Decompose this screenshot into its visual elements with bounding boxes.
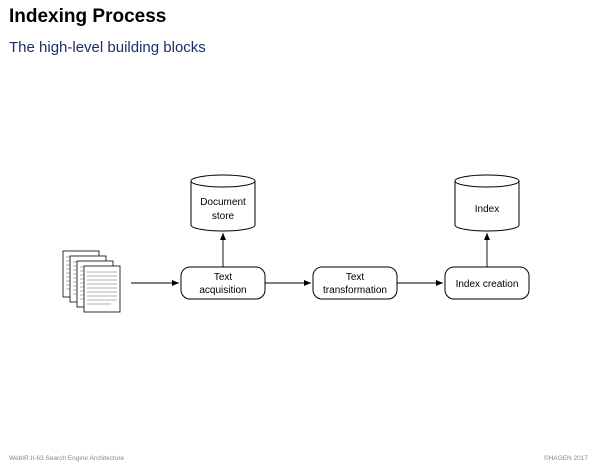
text-acquisition-label-line1: Text xyxy=(214,272,233,283)
index-label: Index xyxy=(475,204,499,215)
document-store-cylinder: Document store xyxy=(190,174,256,232)
document-store-label-line2: store xyxy=(212,211,235,222)
footer-copyright: ©HAGEN 2017 xyxy=(543,455,588,462)
index-creation-box: Index creation xyxy=(444,266,530,300)
page-subtitle: The high-level building blocks xyxy=(9,39,206,56)
text-transformation-label-line1: Text xyxy=(346,272,365,283)
index-cylinder: Index xyxy=(454,174,520,232)
footer-course-reference: WebIR:II-63 Search Engine Architecture xyxy=(9,455,125,462)
text-acquisition-box: Text acquisition xyxy=(180,266,266,300)
index-creation-label: Index creation xyxy=(456,279,519,290)
text-transformation-label-line2: transformation xyxy=(323,285,387,296)
document-store-label-line1: Document xyxy=(200,197,246,208)
text-transformation-box: Text transformation xyxy=(312,266,398,300)
page-title: Indexing Process xyxy=(9,6,167,27)
text-acquisition-label-line2: acquisition xyxy=(199,285,246,296)
document-stack-icon xyxy=(62,250,121,313)
